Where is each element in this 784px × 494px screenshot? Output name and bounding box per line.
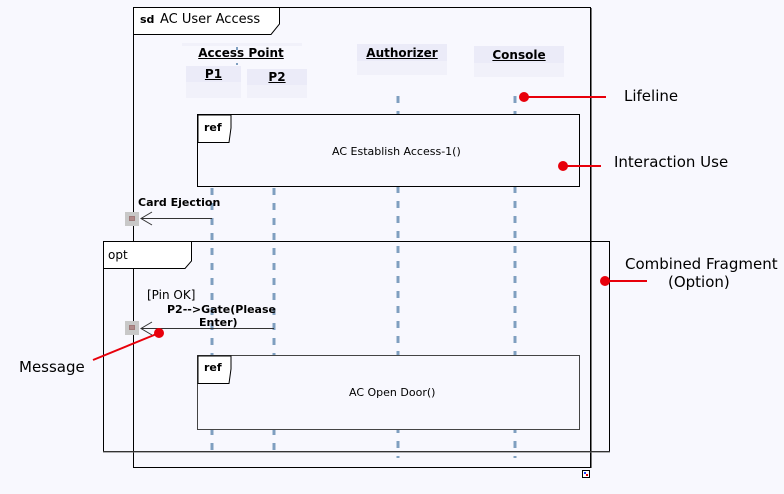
ref-tab-1 xyxy=(197,114,232,143)
lifeline-head-authorizer[interactable]: Authorizer xyxy=(366,46,438,60)
callout-dot-message xyxy=(154,328,164,338)
message-label-p2-gate-line2: Enter) xyxy=(199,316,238,329)
callout-message: Message xyxy=(19,358,85,376)
diagram-title: AC User Access xyxy=(160,12,261,27)
interaction-use-2-text: AC Open Door() xyxy=(349,386,436,399)
callout-combined-fragment-line2: (Option) xyxy=(668,273,730,291)
callout-dot-combined-fragment xyxy=(600,276,610,286)
callout-interaction-use: Interaction Use xyxy=(614,153,729,171)
interaction-use-1[interactable] xyxy=(197,114,580,187)
gate-icon[interactable] xyxy=(125,321,139,335)
arrowhead-icon xyxy=(140,321,153,336)
resize-handle-icon[interactable] xyxy=(582,470,590,478)
sd-kind-tag: sd xyxy=(140,13,155,26)
arrowhead-icon xyxy=(140,211,153,226)
fragment-operator: opt xyxy=(108,248,128,262)
callout-dot-lifeline xyxy=(519,92,529,102)
sd-frame xyxy=(133,7,591,468)
opt-tab xyxy=(103,241,192,269)
interaction-use-1-text: AC Establish Access-1() xyxy=(332,145,461,158)
callout-dot-interaction-use xyxy=(558,161,568,171)
lifeline-head-console[interactable]: Console xyxy=(492,48,546,62)
lifeline-head-p1[interactable]: P1 xyxy=(204,67,223,81)
fragment-guard: [Pin OK] xyxy=(147,288,196,302)
message-label-card-ejection: Card Ejection xyxy=(138,196,221,209)
ref-tag-2: ref xyxy=(204,361,222,374)
lifeline-group-access-point[interactable]: Access Point xyxy=(198,46,284,60)
sd-title-tab xyxy=(133,7,280,35)
ref-tab-2 xyxy=(197,355,232,384)
message-label-p2-gate-line1: P2-->Gate(Please xyxy=(167,303,276,316)
interaction-use-2[interactable] xyxy=(197,355,580,430)
callout-combined-fragment-line1: Combined Fragment xyxy=(625,255,778,273)
gate-icon[interactable] xyxy=(125,212,139,226)
lifeline-head-p2[interactable]: P2 xyxy=(268,70,286,84)
callout-lifeline: Lifeline xyxy=(624,87,679,105)
ref-tag-1: ref xyxy=(204,121,222,134)
